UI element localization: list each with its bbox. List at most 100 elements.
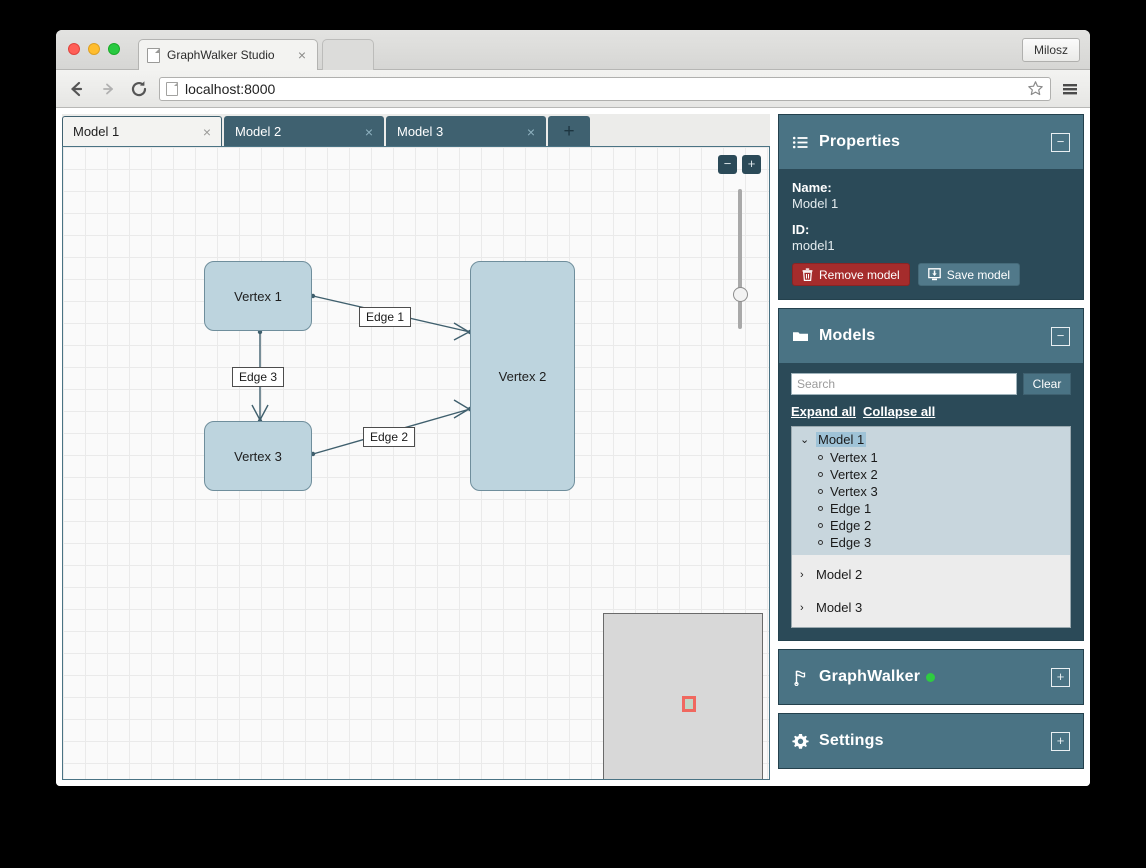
model-tab-label: Model 2: [235, 124, 282, 139]
close-model-tab-button[interactable]: ×: [526, 123, 535, 140]
browser-window: GraphWalker Studio × Milosz: [56, 30, 1090, 786]
close-model-tab-button[interactable]: ×: [364, 123, 373, 140]
graphwalker-panel-header[interactable]: GraphWalker +: [779, 650, 1083, 704]
add-model-tab-button[interactable]: +: [548, 116, 590, 146]
graphwalker-panel-title: GraphWalker: [819, 668, 921, 685]
flag-icon: [792, 669, 809, 686]
zoom-in-button[interactable]: +: [742, 155, 761, 174]
browser-tab-title: GraphWalker Studio: [167, 48, 275, 62]
browser-toolbar: localhost:8000: [56, 70, 1090, 108]
tree-item[interactable]: Vertex 2: [792, 466, 1070, 483]
bookmark-star-icon[interactable]: [1027, 80, 1044, 97]
property-id-key: ID:: [792, 221, 810, 237]
close-window-button[interactable]: [68, 43, 80, 55]
models-panel-header[interactable]: Models −: [779, 309, 1083, 363]
browser-tab[interactable]: GraphWalker Studio ×: [138, 39, 318, 70]
models-panel-body: Clear Expand all Collapse all ⌄ Model 1: [779, 363, 1083, 640]
tree-item[interactable]: Edge 2: [792, 517, 1070, 534]
settings-panel-title: Settings: [819, 732, 884, 749]
minimize-window-button[interactable]: [88, 43, 100, 55]
zoom-slider[interactable]: [733, 189, 748, 329]
graph-edge-label[interactable]: Edge 1: [359, 307, 412, 327]
tree-item[interactable]: Edge 3: [792, 534, 1070, 551]
model-tab-1[interactable]: Model 1 ×: [62, 116, 222, 146]
graph-vertex[interactable]: Vertex 2: [470, 261, 575, 491]
bullet-icon: [818, 540, 823, 545]
site-favicon: [166, 81, 178, 96]
tree-item[interactable]: Edge 1: [792, 500, 1070, 517]
tree-item[interactable]: Vertex 3: [792, 483, 1070, 500]
remove-model-button[interactable]: Remove model: [792, 263, 910, 286]
models-collapse-toggle[interactable]: −: [1051, 326, 1070, 346]
model-editor: Model 1 × Model 2 × Model 3 × + − +: [62, 114, 770, 780]
properties-collapse-toggle[interactable]: −: [1051, 132, 1070, 152]
zoom-buttons: − +: [718, 155, 761, 174]
back-arrow-icon[interactable]: [66, 78, 88, 100]
model-tab-3[interactable]: Model 3 ×: [386, 116, 546, 146]
bullet-icon: [818, 489, 823, 494]
graphwalker-expand-toggle[interactable]: +: [1051, 667, 1070, 687]
collapse-all-link[interactable]: Collapse all: [863, 404, 936, 419]
expand-all-link[interactable]: Expand all: [791, 404, 857, 419]
list-icon: [792, 134, 809, 151]
tree-node-label: Model 2: [816, 567, 863, 582]
tree-group-model-3: › Model 3: [792, 588, 1070, 621]
graph-edge-label[interactable]: Edge 3: [232, 367, 285, 387]
chevron-right-icon[interactable]: ›: [800, 568, 804, 581]
zoom-out-button[interactable]: −: [718, 155, 737, 174]
minimap-viewport-indicator[interactable]: [682, 696, 696, 712]
close-tab-button[interactable]: ×: [297, 47, 306, 63]
chevron-right-icon[interactable]: ›: [800, 601, 804, 614]
bullet-icon: [818, 472, 823, 477]
models-tree: ⌄ Model 1 Vertex 1 Vertex 2: [791, 426, 1071, 628]
graph-canvas[interactable]: − +: [62, 146, 770, 780]
graph-vertex[interactable]: Vertex 1: [204, 261, 312, 331]
close-model-tab-button[interactable]: ×: [202, 123, 211, 140]
chevron-down-icon[interactable]: ⌄: [800, 434, 810, 446]
model-tab-strip: Model 1 × Model 2 × Model 3 × +: [62, 114, 770, 146]
tree-group-model-2: › Model 2: [792, 555, 1070, 588]
folder-icon: [792, 328, 809, 345]
tree-item-label: Vertex 3: [830, 484, 878, 499]
properties-panel: Properties − Name: Model 1 ID: model1: [778, 114, 1084, 300]
window-controls: [68, 43, 120, 55]
save-model-button[interactable]: Save model: [917, 263, 1021, 286]
zoom-slider-handle[interactable]: [733, 287, 748, 302]
tree-node-label: Model 3: [816, 600, 863, 615]
settings-panel: Settings +: [778, 713, 1084, 769]
tree-node-model-3[interactable]: › Model 3: [792, 595, 1070, 617]
trash-icon: [802, 268, 813, 281]
minimap[interactable]: [603, 613, 763, 779]
property-name-value: Model 1: [792, 196, 839, 212]
new-browser-tab-button[interactable]: [322, 39, 374, 70]
tree-item[interactable]: Vertex 1: [792, 449, 1070, 466]
model-tab-2[interactable]: Model 2 ×: [224, 116, 384, 146]
maximize-window-button[interactable]: [108, 43, 120, 55]
properties-panel-title: Properties: [819, 133, 901, 150]
tree-item-label: Edge 1: [830, 501, 872, 516]
graph-edge-label[interactable]: Edge 2: [363, 427, 416, 447]
settings-panel-header[interactable]: Settings +: [779, 714, 1083, 768]
save-model-label: Save model: [946, 267, 1011, 282]
search-input[interactable]: [791, 373, 1017, 395]
properties-panel-header[interactable]: Properties −: [779, 115, 1083, 169]
properties-panel-body: Name: Model 1 ID: model1: [779, 169, 1083, 299]
graph-vertex[interactable]: Vertex 3: [204, 421, 312, 491]
clear-search-button[interactable]: Clear: [1023, 373, 1071, 395]
tree-node-model-1[interactable]: ⌄ Model 1: [792, 427, 1070, 449]
graphwalker-status-indicator: [926, 672, 936, 682]
browser-titlebar: GraphWalker Studio × Milosz: [56, 30, 1090, 70]
tree-node-model-2[interactable]: › Model 2: [792, 562, 1070, 584]
address-bar[interactable]: localhost:8000: [159, 76, 1051, 101]
forward-arrow-icon[interactable]: [97, 78, 119, 100]
hamburger-menu-icon[interactable]: [1060, 78, 1080, 100]
bullet-icon: [818, 523, 823, 528]
page-content: Model 1 × Model 2 × Model 3 × + − +: [56, 108, 1090, 786]
tree-group-model-1: ⌄ Model 1 Vertex 1 Vertex 2: [792, 427, 1070, 555]
settings-expand-toggle[interactable]: +: [1051, 731, 1070, 751]
profile-button[interactable]: Milosz: [1021, 38, 1080, 62]
gear-icon: [792, 733, 809, 750]
reload-icon[interactable]: [128, 78, 150, 100]
url-text: localhost:8000: [185, 80, 276, 97]
page-favicon: [147, 47, 160, 63]
